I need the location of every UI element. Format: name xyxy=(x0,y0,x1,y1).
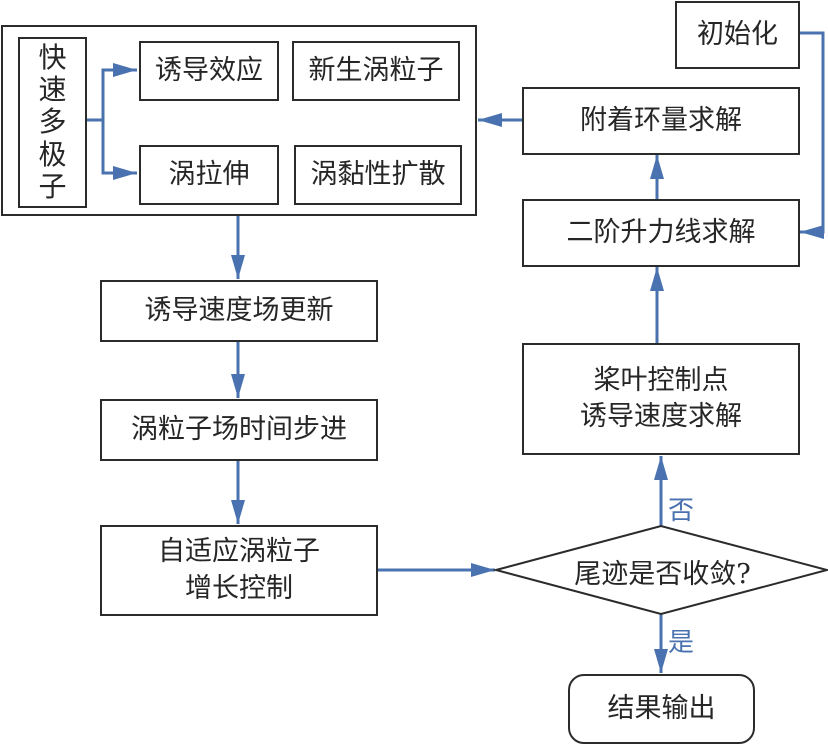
fast-multipole-char: 多 xyxy=(38,105,67,139)
fast-multipole-char: 子 xyxy=(38,169,67,203)
edge-label-yes: 是 xyxy=(668,628,695,658)
result-output-box: 结果输出 xyxy=(568,674,755,744)
adaptive-growth-control-line2: 增长控制 xyxy=(185,572,293,604)
new-vortex-particle-box: 新生涡粒子 xyxy=(292,41,460,101)
arrow-init-to-lifting-line xyxy=(799,31,825,239)
attached-circulation-label: 附着环量求解 xyxy=(580,105,742,137)
fast-multipole-char: 极 xyxy=(38,137,67,171)
arrow-fmm-to-vortex-stretching xyxy=(86,118,137,180)
second-order-lifting-line-label: 二阶升力线求解 xyxy=(566,217,756,249)
induced-velocity-update-box: 诱导速度场更新 xyxy=(100,280,378,342)
blade-control-point-line2: 诱导速度求解 xyxy=(580,401,742,432)
second-order-lifting-line-box: 二阶升力线求解 xyxy=(522,199,800,267)
attached-circulation-box: 附着环量求解 xyxy=(522,87,800,155)
vortex-particle-module-container xyxy=(1,25,477,216)
init-box: 初始化 xyxy=(675,1,800,69)
decision-diamond xyxy=(492,524,828,616)
wake-converged-label: 尾迹是否收敛? xyxy=(574,559,751,590)
init-label: 初始化 xyxy=(697,19,778,51)
induced-effect-label: 诱导效应 xyxy=(155,55,263,87)
vortex-time-stepping-label: 涡粒子场时间步进 xyxy=(131,414,347,446)
adaptive-growth-control-line1: 自适应涡粒子 xyxy=(158,536,320,568)
induced-velocity-update-label: 诱导速度场更新 xyxy=(144,295,334,327)
vortex-stretching-box: 涡拉伸 xyxy=(139,145,279,205)
adaptive-growth-control-box: 自适应涡粒子 增长控制 xyxy=(100,525,378,616)
fast-multipole-char: 速 xyxy=(38,73,67,107)
new-vortex-particle-label: 新生涡粒子 xyxy=(308,55,444,87)
edge-label-no: 否 xyxy=(668,496,695,526)
vortex-viscous-diffusion-box: 涡黏性扩散 xyxy=(294,145,462,205)
induced-effect-box: 诱导效应 xyxy=(139,41,279,101)
vortex-time-stepping-box: 涡粒子场时间步进 xyxy=(100,399,378,461)
result-output-label: 结果输出 xyxy=(607,693,716,725)
fast-multipole-char: 快 xyxy=(38,41,67,75)
vortex-viscous-diffusion-label: 涡黏性扩散 xyxy=(310,159,446,191)
blade-control-point-box: 桨叶控制点 诱导速度求解 xyxy=(522,343,800,455)
blade-control-point-line1: 桨叶控制点 xyxy=(593,364,729,396)
vortex-stretching-label: 涡拉伸 xyxy=(168,159,250,191)
fast-multipole-box: 快 速 多 极 子 xyxy=(18,37,87,208)
